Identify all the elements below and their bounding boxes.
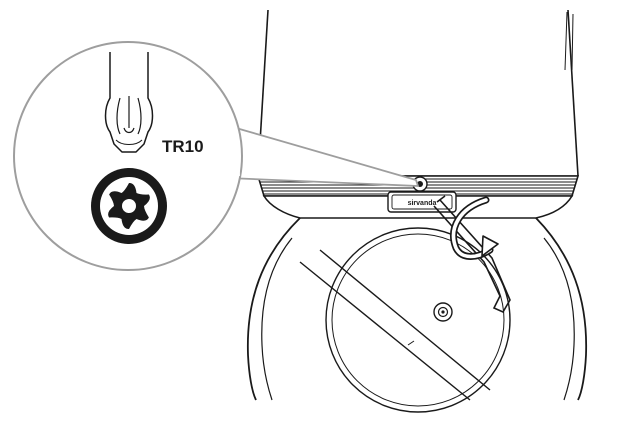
torx-key-tool: [433, 195, 511, 314]
callout-magnifier: [13, 41, 419, 271]
badge-text: sirvanda: [408, 200, 437, 207]
camera-dome: [246, 217, 588, 413]
torx-screw-head-icon: [91, 168, 167, 244]
torx-center-pin: [122, 199, 136, 213]
dome-center-screw: [433, 302, 453, 322]
torx-screwdriver-bit-icon: [104, 52, 154, 153]
rotation-arrow-icon: [450, 196, 499, 260]
front-badge-plate: sirvanda: [387, 191, 457, 213]
tool-size-label: TR10: [162, 137, 204, 156]
